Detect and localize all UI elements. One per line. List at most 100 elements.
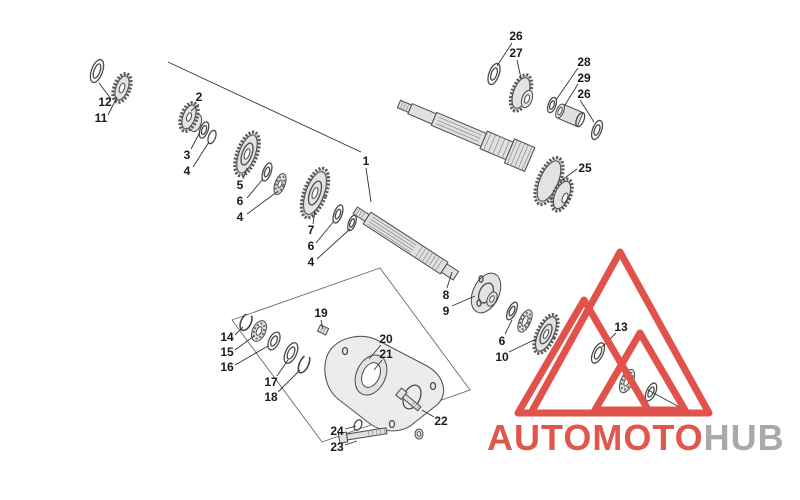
part-washer-4a <box>207 129 217 145</box>
part-callout-23: 23 <box>330 440 344 454</box>
callout-leader-26 <box>496 42 513 67</box>
callout-leader-15 <box>234 335 255 351</box>
callout-leader-18 <box>277 369 301 393</box>
part-gear-25 <box>533 155 574 213</box>
part-snapring-18 <box>297 354 311 374</box>
callout-leader-6 <box>504 319 513 335</box>
part-callout-29: 29 <box>577 71 591 85</box>
part-callout-16: 16 <box>220 360 234 374</box>
automotohub-logo-icon <box>514 248 713 417</box>
part-callout-12: 12 <box>98 95 112 109</box>
part-retainer-9 <box>470 272 502 314</box>
part-washer-24 <box>353 419 363 431</box>
callout-leader-4 <box>316 228 351 260</box>
callout-leader-16 <box>234 345 269 366</box>
part-callout-10: 10 <box>495 350 509 364</box>
part-callout-11: 11 <box>94 111 108 125</box>
part-bushing-29 <box>555 103 586 128</box>
callout-leader-27 <box>516 59 522 79</box>
part-callout-13: 13 <box>614 320 628 334</box>
assembly-line <box>167 61 362 153</box>
part-callout-20: 20 <box>379 332 393 346</box>
part-gear-27 <box>508 73 534 113</box>
part-callout-19: 19 <box>314 306 328 320</box>
part-callout-5: 5 <box>236 178 244 192</box>
housing-group-outline <box>231 267 471 443</box>
part-callout-4: 4 <box>307 255 315 269</box>
leader-lines <box>98 42 697 446</box>
callout-leader-17 <box>276 359 289 377</box>
part-callout-22: 22 <box>434 414 448 428</box>
callout-leader-26 <box>579 99 595 123</box>
part-bearing-4b <box>273 173 287 195</box>
callout-leader-10 <box>508 338 537 353</box>
callout-leader-4 <box>246 191 278 215</box>
callout-leader-1 <box>365 167 372 203</box>
brand-text-secondary: HUB <box>703 417 785 458</box>
callout-leader-4 <box>192 141 210 168</box>
part-shaft-8 <box>352 206 460 281</box>
part-callout-6: 6 <box>498 334 506 348</box>
callout-leader-20 <box>368 344 382 360</box>
callout-leader-28 <box>555 67 579 101</box>
part-washer-6b <box>332 204 344 224</box>
callout-leader-5 <box>242 167 248 180</box>
part-callout-7: 7 <box>307 223 315 237</box>
part-snapring-14 <box>239 312 253 332</box>
part-washer-26b <box>590 119 604 141</box>
part-washer-26a <box>487 62 501 86</box>
part-callout-9: 9 <box>442 304 450 318</box>
part-callout-1: 1 <box>362 154 370 168</box>
part-washer-4c <box>347 214 357 232</box>
callout-leader-21 <box>373 359 383 371</box>
part-washer-6c <box>505 301 519 321</box>
part-callout-28: 28 <box>577 55 591 69</box>
part-callout-4: 4 <box>236 210 244 224</box>
callout-leader-11 <box>107 96 118 116</box>
part-bolt-22 <box>395 387 422 412</box>
part-shaft-1 <box>396 99 536 173</box>
callout-leader-7 <box>312 209 316 225</box>
part-washer-16 <box>267 331 281 351</box>
callout-leader-12 <box>98 82 112 100</box>
part-callout-15: 15 <box>220 345 234 359</box>
part-washer-12 <box>89 58 105 84</box>
part-gear-5 <box>233 130 261 178</box>
callout-leader-29 <box>564 83 579 106</box>
callout-leader-22 <box>421 409 435 418</box>
callout-leader-19 <box>320 319 324 330</box>
part-callout-14: 14 <box>220 330 234 344</box>
part-callout-6: 6 <box>236 194 244 208</box>
part-plug-19 <box>316 324 330 336</box>
callout-leader-14 <box>234 326 244 336</box>
callout-leader-6 <box>246 178 264 199</box>
part-callout-4: 4 <box>183 164 191 178</box>
callout-leader-24 <box>344 425 357 430</box>
part-callout-18: 18 <box>264 390 278 404</box>
part-callout-27: 27 <box>509 46 523 60</box>
watermark-brand: AUTOMOTOHUB <box>487 420 785 456</box>
part-callout-17: 17 <box>264 375 278 389</box>
part-callout-24: 24 <box>330 424 344 438</box>
part-callout-8: 8 <box>442 288 450 302</box>
part-callout-6: 6 <box>307 239 315 253</box>
callout-leader-6 <box>315 220 335 244</box>
part-callout-21: 21 <box>379 347 393 361</box>
callout-leader-2 <box>190 103 200 112</box>
part-washer-28 <box>546 96 558 114</box>
callout-leader-9 <box>451 295 476 307</box>
part-callout-25: 25 <box>578 161 592 175</box>
part-nut <box>414 428 424 440</box>
part-gear-2 <box>178 101 203 133</box>
part-gear-11 <box>111 72 133 104</box>
part-gear-10 <box>532 312 560 356</box>
callout-leader-8 <box>446 271 453 289</box>
part-bearing-15 <box>250 320 268 342</box>
part-washer-6a <box>261 162 273 182</box>
part-washer-3 <box>198 121 210 139</box>
callout-leader-23 <box>344 440 358 446</box>
part-callout-3: 3 <box>183 148 191 162</box>
part-bolt-23 <box>337 427 388 444</box>
